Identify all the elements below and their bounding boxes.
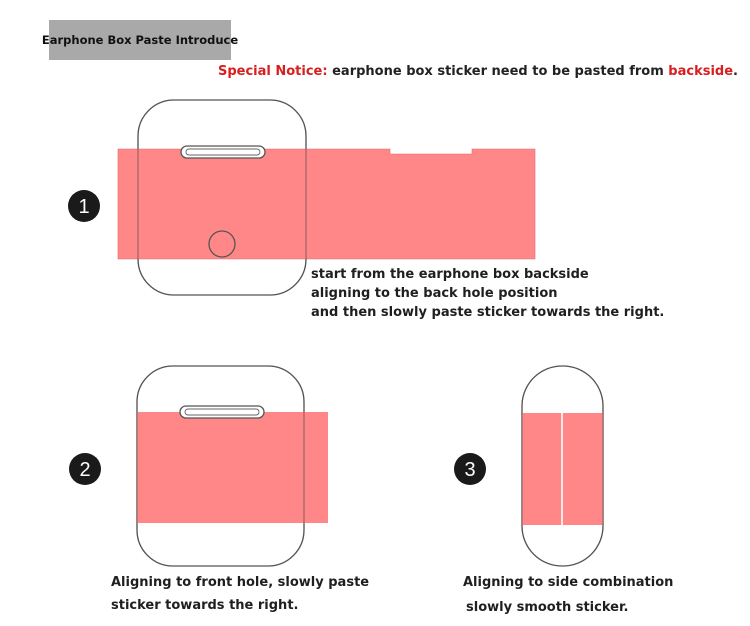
step-1-sticker-strip [117, 148, 536, 260]
step-2-illustration [136, 365, 328, 567]
notice-suffix: . [733, 64, 738, 79]
step-3-line-1: Aligning to side combination [463, 575, 674, 590]
step-2-line-2: sticker towards the right. [111, 598, 299, 613]
step-2-sticker-strip [137, 412, 328, 523]
step-2-front-hole [179, 405, 265, 419]
special-notice: Special Notice: earphone box sticker nee… [218, 64, 738, 79]
header-title: Earphone Box Paste Introduce [42, 20, 238, 60]
step-1-number: 1 [78, 196, 89, 218]
step-2-line-1: Aligning to front hole, slowly paste [111, 575, 370, 590]
step-2-number: 2 [79, 459, 90, 481]
step-1-line-3: and then slowly paste sticker towards th… [311, 305, 665, 320]
step-1-back-hole [208, 230, 236, 258]
step-1-line-1: start from the earphone box backside [311, 267, 589, 282]
step-3-badge [454, 453, 486, 485]
notice-body: earphone box sticker need to be pasted f… [327, 64, 669, 79]
step-2-badge [69, 453, 101, 485]
step-1-line-2: aligning to the back hole position [311, 286, 558, 301]
step-1-badge [68, 190, 100, 222]
step-1-illustration [117, 99, 536, 296]
step-3-illustration [521, 365, 604, 567]
step-3-number: 3 [464, 459, 475, 481]
step-1-hinge-slot [180, 145, 266, 159]
notice-emphasis: backside [668, 64, 734, 79]
step-3-line-2: slowly smooth sticker. [466, 600, 629, 615]
notice-prefix: Special Notice: [217, 64, 328, 79]
